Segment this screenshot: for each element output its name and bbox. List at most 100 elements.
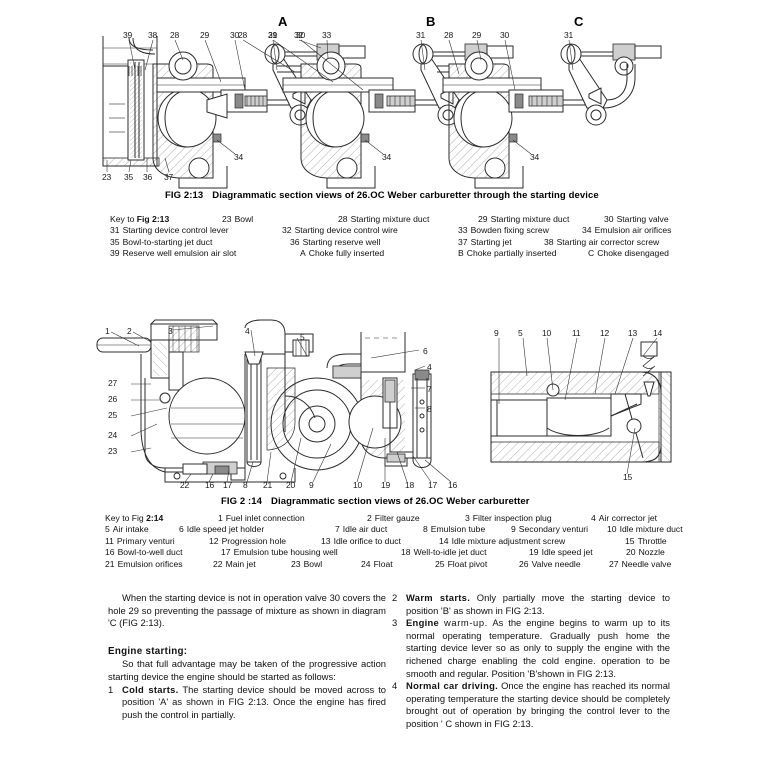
callout-31-a: 31	[268, 30, 278, 40]
engine-starting-lead: So that full advantage may be taken of t…	[108, 658, 386, 682]
callout-16-b: 16	[448, 480, 458, 490]
callout-19: 19	[381, 480, 391, 490]
callout-16-a: 16	[205, 480, 215, 490]
callout-5-b: 5	[518, 328, 523, 338]
callout-25: 25	[108, 410, 118, 420]
callout-33: 33	[322, 30, 332, 40]
callout-21: 21	[263, 480, 273, 490]
callout-34-b: 34	[382, 152, 392, 162]
key-2-14-title: Key to Fig 2:14	[105, 513, 164, 523]
list-item: 3 Engine warm-up. As the engine begins t…	[392, 617, 670, 680]
callout-15: 15	[623, 472, 633, 482]
callout-31-b: 31	[416, 30, 426, 40]
intro-paragraph: When the starting device is not in opera…	[108, 592, 386, 629]
callout-34-c: 34	[530, 152, 540, 162]
list-item-text: Once the engine has reached its normal o…	[406, 680, 670, 729]
callout-29-c: 29	[472, 30, 482, 40]
callout-23-b: 23	[108, 446, 118, 456]
callout-13: 13	[628, 328, 638, 338]
list-item-title: Cold starts.	[122, 683, 179, 695]
list-item-title-suffix: warm-up.	[444, 617, 488, 629]
figure-2-14-illustration: 1 2 3 4 5 27 26 25 24 23 22 16 17 8 21 2…	[95, 312, 685, 492]
callout-4: 4	[245, 326, 250, 336]
list-item-number: 1	[108, 683, 114, 695]
figure-2-13-caption-number: FIG 2:13	[165, 190, 204, 201]
figure-2-13-section-letter-b: B	[426, 14, 436, 29]
callout-38: 38	[148, 30, 158, 40]
body-right-column: 2 Warm starts. Only partially move the s…	[392, 592, 670, 731]
callout-30-b: 30	[296, 30, 306, 40]
figure-2-13-section-letter-c: C	[574, 14, 584, 29]
callout-28-a: 28	[170, 30, 180, 40]
key-2-13-title: Key to Fig 2:13	[110, 214, 170, 224]
body-left-column: When the starting device is not in opera…	[108, 592, 386, 721]
callout-18: 18	[405, 480, 415, 490]
figure-2-14-linework	[96, 319, 672, 483]
list-item-number: 2	[392, 592, 398, 603]
list-item-title: Warm starts.	[406, 592, 471, 603]
callout-7: 7	[427, 384, 432, 394]
figure-2-13-illustration: A B C	[95, 8, 695, 189]
callout-22: 22	[180, 480, 190, 490]
callout-3: 3	[168, 326, 173, 336]
callout-35: 35	[124, 172, 134, 182]
callout-9-b: 9	[494, 328, 499, 338]
list-item-text: The starting device should be moved acro…	[122, 683, 387, 720]
figure-2-14-caption-number: FIG 2 :14	[221, 496, 263, 507]
callout-17-a: 17	[223, 480, 233, 490]
callout-17-b: 17	[428, 480, 438, 490]
list-item: 1 Cold starts. The starting device shoul…	[108, 684, 386, 722]
callout-36: 36	[143, 172, 153, 182]
list-item-title: Engine	[406, 617, 440, 629]
list-item: 4 Normal car driving. Once the engine ha…	[392, 680, 670, 730]
callout-37: 37	[164, 172, 174, 182]
engine-starting-heading: Engine starting:	[108, 645, 188, 657]
callout-10-b: 10	[542, 328, 552, 338]
list-item-number: 3	[392, 617, 398, 629]
list-item-title: Normal car driving.	[406, 680, 499, 692]
callout-31-c: 31	[564, 30, 574, 40]
callout-9-a: 9	[309, 480, 314, 490]
list-item-text: Only partially move the starting device …	[406, 592, 670, 616]
list-item-text: As the engine begins to warm up to its n…	[406, 617, 670, 679]
callout-14: 14	[653, 328, 663, 338]
figure-2-13-linework	[102, 36, 662, 189]
